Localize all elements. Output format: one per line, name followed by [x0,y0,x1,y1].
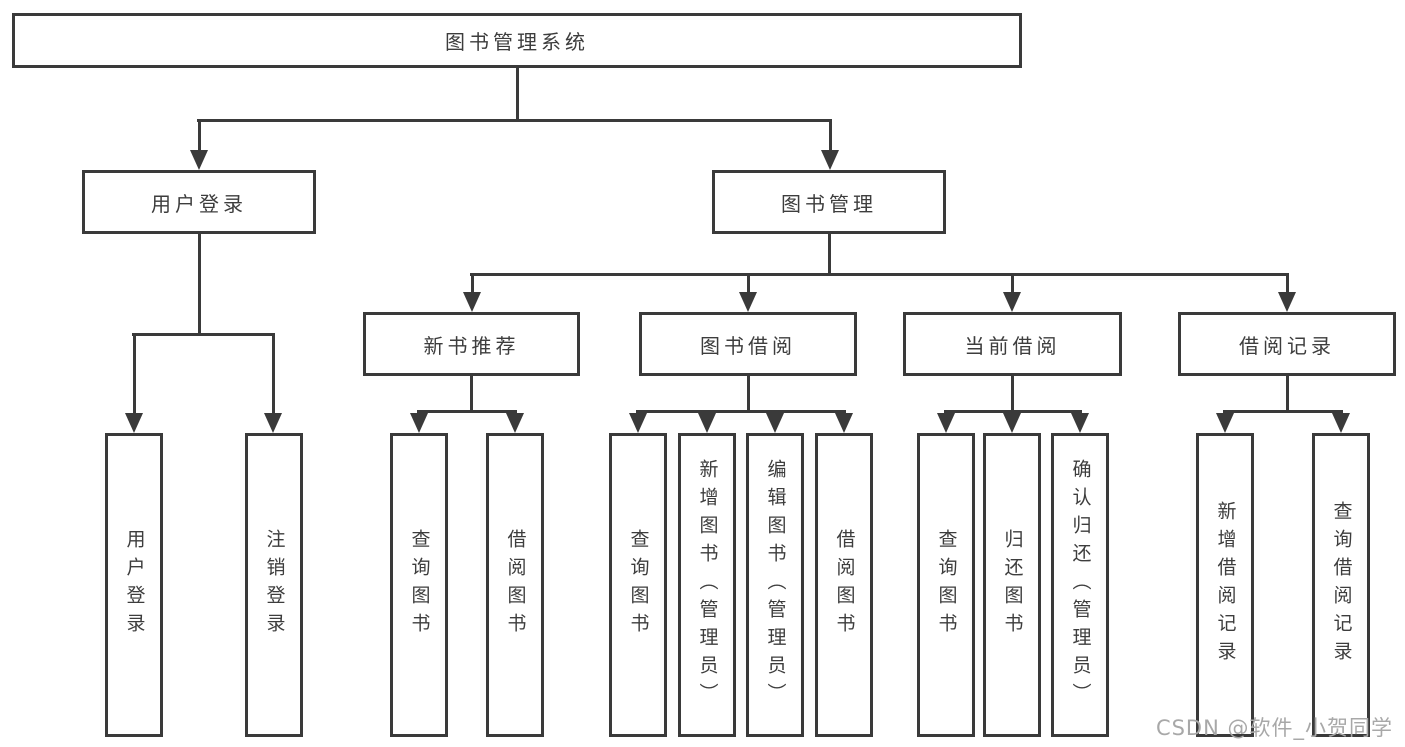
leaf-label: 新增图书（管理员） [696,459,719,711]
connector-stem [471,273,474,296]
leaf-records-query-record: 查询借阅记录 [1312,433,1370,737]
leaf-label: 用户登录 [123,529,146,641]
leaf-current-confirm-return-admin: 确认归还（管理员） [1051,433,1109,737]
leaf-label: 编辑图书（管理员） [764,459,787,711]
arrow-down-icon [835,413,853,433]
leaf-current-return-books: 归还图书 [983,433,1041,737]
leaf-label: 归还图书 [1001,529,1024,641]
leaf-label: 查询图书 [408,529,431,641]
arrow-down-icon [1003,413,1021,433]
leaf-records-add-record: 新增借阅记录 [1196,433,1254,737]
node-current-borrowing: 当前借阅 [903,312,1122,376]
leaf-label: 借阅图书 [504,529,527,641]
connector-recommend-hline [417,410,517,413]
connector-current-stub [1011,376,1014,410]
leaf-user-login: 用户登录 [105,433,163,737]
connector-stem [829,119,832,154]
arrow-down-icon [506,413,524,433]
node-book-borrowing: 图书借阅 [639,312,857,376]
arrow-down-icon [1332,413,1350,433]
arrow-down-icon [821,150,839,170]
leaf-label: 查询图书 [935,529,958,641]
arrow-down-icon [1003,292,1021,312]
node-user-login: 用户登录 [82,170,316,234]
arrow-down-icon [410,413,428,433]
leaf-label: 查询借阅记录 [1330,501,1353,669]
leaf-label: 确认归还（管理员） [1069,459,1092,711]
arrow-down-icon [1216,413,1234,433]
leaf-borrow-add-books-admin: 新增图书（管理员） [678,433,736,737]
connector-borrow-stub [747,376,750,410]
leaf-recommend-query-books: 查询图书 [390,433,448,737]
arrow-down-icon [739,292,757,312]
leaf-current-query-books: 查询图书 [917,433,975,737]
connector-stem [272,333,275,417]
connector-user-stub [198,234,201,333]
csdn-watermark: CSDN @软件_小贺同学 [1155,716,1393,740]
leaf-borrow-query-books: 查询图书 [609,433,667,737]
connector-root-stub [516,68,519,119]
leaf-label: 注销登录 [263,529,286,641]
connector-root-hline [197,119,832,122]
connector-stem [198,119,201,154]
arrow-down-icon [264,413,282,433]
leaf-label: 借阅图书 [833,529,856,641]
connector-books-hline [470,273,1289,276]
arrow-down-icon [1071,413,1089,433]
connector-stem [1286,273,1289,296]
connector-user-hline [132,333,275,336]
leaf-borrow-borrow-books: 借阅图书 [815,433,873,737]
connector-books-stub [828,234,831,273]
arrow-down-icon [698,413,716,433]
arrow-down-icon [937,413,955,433]
node-book-management: 图书管理 [712,170,946,234]
arrow-down-icon [1278,292,1296,312]
node-borrow-records: 借阅记录 [1178,312,1396,376]
connector-records-hline [1223,410,1343,413]
connector-recommend-stub [470,376,473,410]
connector-stem [133,333,136,417]
connector-borrow-hline [636,410,846,413]
connector-stem [1011,273,1014,296]
leaf-label: 新增借阅记录 [1214,501,1237,669]
node-library-system: 图书管理系统 [12,13,1022,68]
leaf-recommend-borrow-books: 借阅图书 [486,433,544,737]
connector-stem [747,273,750,296]
leaf-label: 查询图书 [627,529,650,641]
node-new-book-recommend: 新书推荐 [363,312,580,376]
connector-records-stub [1286,376,1289,410]
arrow-down-icon [766,413,784,433]
arrow-down-icon [463,292,481,312]
arrow-down-icon [190,150,208,170]
leaf-borrow-edit-books-admin: 编辑图书（管理员） [746,433,804,737]
leaf-logout: 注销登录 [245,433,303,737]
arrow-down-icon [125,413,143,433]
arrow-down-icon [629,413,647,433]
